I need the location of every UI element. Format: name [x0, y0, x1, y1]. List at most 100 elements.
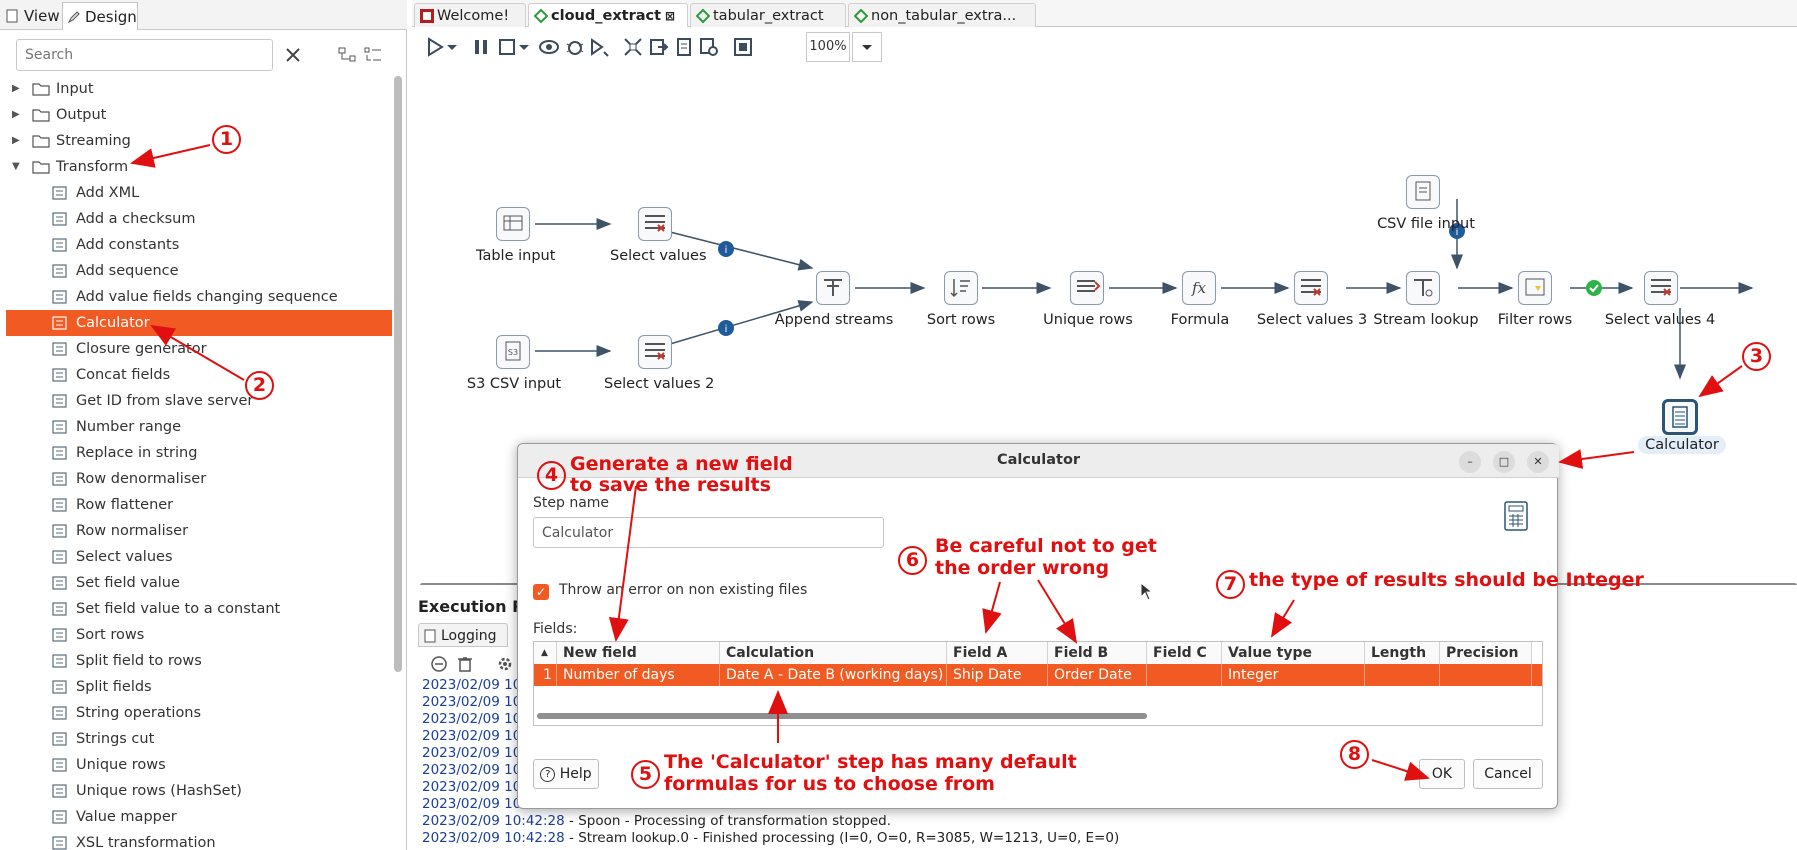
explore-db-icon[interactable]	[698, 36, 720, 58]
ok-button[interactable]: OK	[1419, 759, 1465, 789]
replay-icon[interactable]	[588, 36, 610, 58]
minimize-button[interactable]: –	[1459, 451, 1481, 473]
tree-item[interactable]: Strings cut	[6, 726, 392, 752]
cell-precision[interactable]	[1440, 664, 1532, 686]
column-header[interactable]: Field C	[1147, 642, 1222, 664]
tree-item[interactable]: Sort rows	[6, 622, 392, 648]
node-formula[interactable]: fx	[1182, 271, 1216, 305]
column-header[interactable]: Calculation	[720, 642, 947, 664]
sql-icon[interactable]	[674, 36, 696, 58]
tree-item[interactable]: Set field value	[6, 570, 392, 596]
debug-icon[interactable]	[564, 36, 586, 58]
column-header[interactable]: Value type	[1222, 642, 1365, 664]
view-tab[interactable]: View	[2, 2, 62, 30]
tree-item[interactable]: Add XML	[6, 180, 392, 206]
tree-item[interactable]: Add sequence	[6, 258, 392, 284]
node-csv-file-input[interactable]	[1406, 175, 1440, 209]
impact-icon[interactable]	[648, 36, 670, 58]
chevron-down-icon[interactable]	[446, 36, 458, 58]
cell-value-type[interactable]: Integer	[1222, 664, 1365, 686]
cell-length[interactable]	[1365, 664, 1440, 686]
tree-item[interactable]: Set field value to a constant	[6, 596, 392, 622]
chevron-right-icon[interactable]: ▶	[12, 135, 20, 146]
preview-icon[interactable]	[538, 36, 560, 58]
column-header[interactable]: Precision	[1440, 642, 1532, 664]
trash-icon[interactable]	[456, 655, 474, 673]
node-append-streams[interactable]	[816, 271, 850, 305]
pause-icon[interactable]	[470, 36, 492, 58]
tree-item[interactable]: Number range	[6, 414, 392, 440]
table-row[interactable]: 1 Number of days Date A - Date B (workin…	[534, 664, 1542, 686]
tree-item[interactable]: Unique rows (HashSet)	[6, 778, 392, 804]
column-header[interactable]: Field B	[1048, 642, 1147, 664]
tree-item[interactable]: Concat fields	[6, 362, 392, 388]
minus-icon[interactable]	[430, 655, 448, 673]
stop-icon[interactable]	[496, 36, 518, 58]
node-table-input[interactable]	[496, 207, 530, 241]
tree-item[interactable]: Get ID from slave server	[6, 388, 392, 414]
node-filter-rows[interactable]	[1518, 271, 1552, 305]
tab-logging[interactable]: Logging	[418, 623, 508, 647]
node-select-values-2[interactable]	[638, 335, 672, 369]
tree-folder[interactable]: ▶Output	[6, 102, 392, 128]
node-calculator[interactable]	[1662, 399, 1698, 435]
node-select-values-3[interactable]	[1294, 271, 1328, 305]
sort-header[interactable]: ▲	[534, 642, 557, 664]
close-icon[interactable]	[282, 44, 304, 66]
tree-item[interactable]: Add a checksum	[6, 206, 392, 232]
close-tab-icon[interactable]: ⊠	[665, 9, 676, 23]
close-button[interactable]: ✕	[1527, 451, 1549, 473]
cancel-button[interactable]: Cancel	[1473, 759, 1543, 789]
tree-folder[interactable]: ▶Streaming	[6, 128, 392, 154]
node-sort-rows[interactable]	[944, 271, 978, 305]
show-results-icon[interactable]	[732, 36, 754, 58]
tree-item[interactable]: Replace in string	[6, 440, 392, 466]
chevron-down-icon[interactable]	[518, 36, 530, 58]
node-select-values[interactable]	[638, 207, 672, 241]
run-icon[interactable]	[424, 36, 446, 58]
chevron-right-icon[interactable]: ▶	[12, 83, 20, 94]
node-stream-lookup[interactable]	[1406, 271, 1440, 305]
chevron-down-icon[interactable]: ▼	[12, 161, 20, 172]
throw-error-checkbox[interactable]: ✓	[533, 584, 549, 600]
column-header[interactable]: New field	[557, 642, 720, 664]
step-name-input[interactable]	[533, 517, 884, 548]
design-tab[interactable]: Design	[62, 2, 138, 30]
chevron-right-icon[interactable]: ▶	[12, 109, 20, 120]
zoom-dropdown[interactable]	[852, 32, 882, 62]
tree-item[interactable]: Row normaliser	[6, 518, 392, 544]
tree-scrollbar[interactable]	[394, 76, 402, 672]
tab-welcome[interactable]: Welcome!	[414, 3, 526, 27]
table-scrollbar[interactable]	[537, 713, 1147, 719]
verify-icon[interactable]	[622, 36, 644, 58]
search-input[interactable]	[16, 39, 273, 71]
cell-new-field[interactable]: Number of days	[557, 664, 720, 686]
cell-field-b[interactable]: Order Date	[1048, 664, 1147, 686]
tab-cloud-extract[interactable]: cloud_extract ⊠	[528, 3, 688, 27]
zoom-field[interactable]: 100%	[806, 32, 850, 62]
tree-item[interactable]: Unique rows	[6, 752, 392, 778]
cell-calculation[interactable]: Date A - Date B (working days)	[720, 664, 947, 686]
tree-item[interactable]: Closure generator	[6, 336, 392, 362]
tree-item[interactable]: Split fields	[6, 674, 392, 700]
node-unique-rows[interactable]	[1070, 271, 1104, 305]
help-button[interactable]: ? Help	[533, 759, 599, 789]
expand-all-icon[interactable]	[362, 44, 384, 66]
tree-item[interactable]: Select values	[6, 544, 392, 570]
tree-item[interactable]: Add value fields changing sequence	[6, 284, 392, 310]
collapse-all-icon[interactable]	[336, 44, 358, 66]
tree-item[interactable]: Calculator	[6, 310, 392, 336]
tree-item[interactable]: Split field to rows	[6, 648, 392, 674]
cell-field-a[interactable]: Ship Date	[947, 664, 1048, 686]
tree-item[interactable]: Row denormaliser	[6, 466, 392, 492]
tree-item[interactable]: String operations	[6, 700, 392, 726]
tree-item[interactable]: Value mapper	[6, 804, 392, 830]
node-s3-csv-input[interactable]: S3	[496, 335, 530, 369]
gear-icon[interactable]	[496, 655, 514, 673]
tree-folder[interactable]: ▼Transform	[6, 154, 392, 180]
column-header[interactable]: Field A	[947, 642, 1048, 664]
maximize-button[interactable]: □	[1493, 451, 1515, 473]
tab-non-tabular-extract[interactable]: non_tabular_extra...	[848, 3, 1036, 27]
column-header[interactable]: Length	[1365, 642, 1440, 664]
tree-item[interactable]: XSL transformation	[6, 830, 392, 850]
